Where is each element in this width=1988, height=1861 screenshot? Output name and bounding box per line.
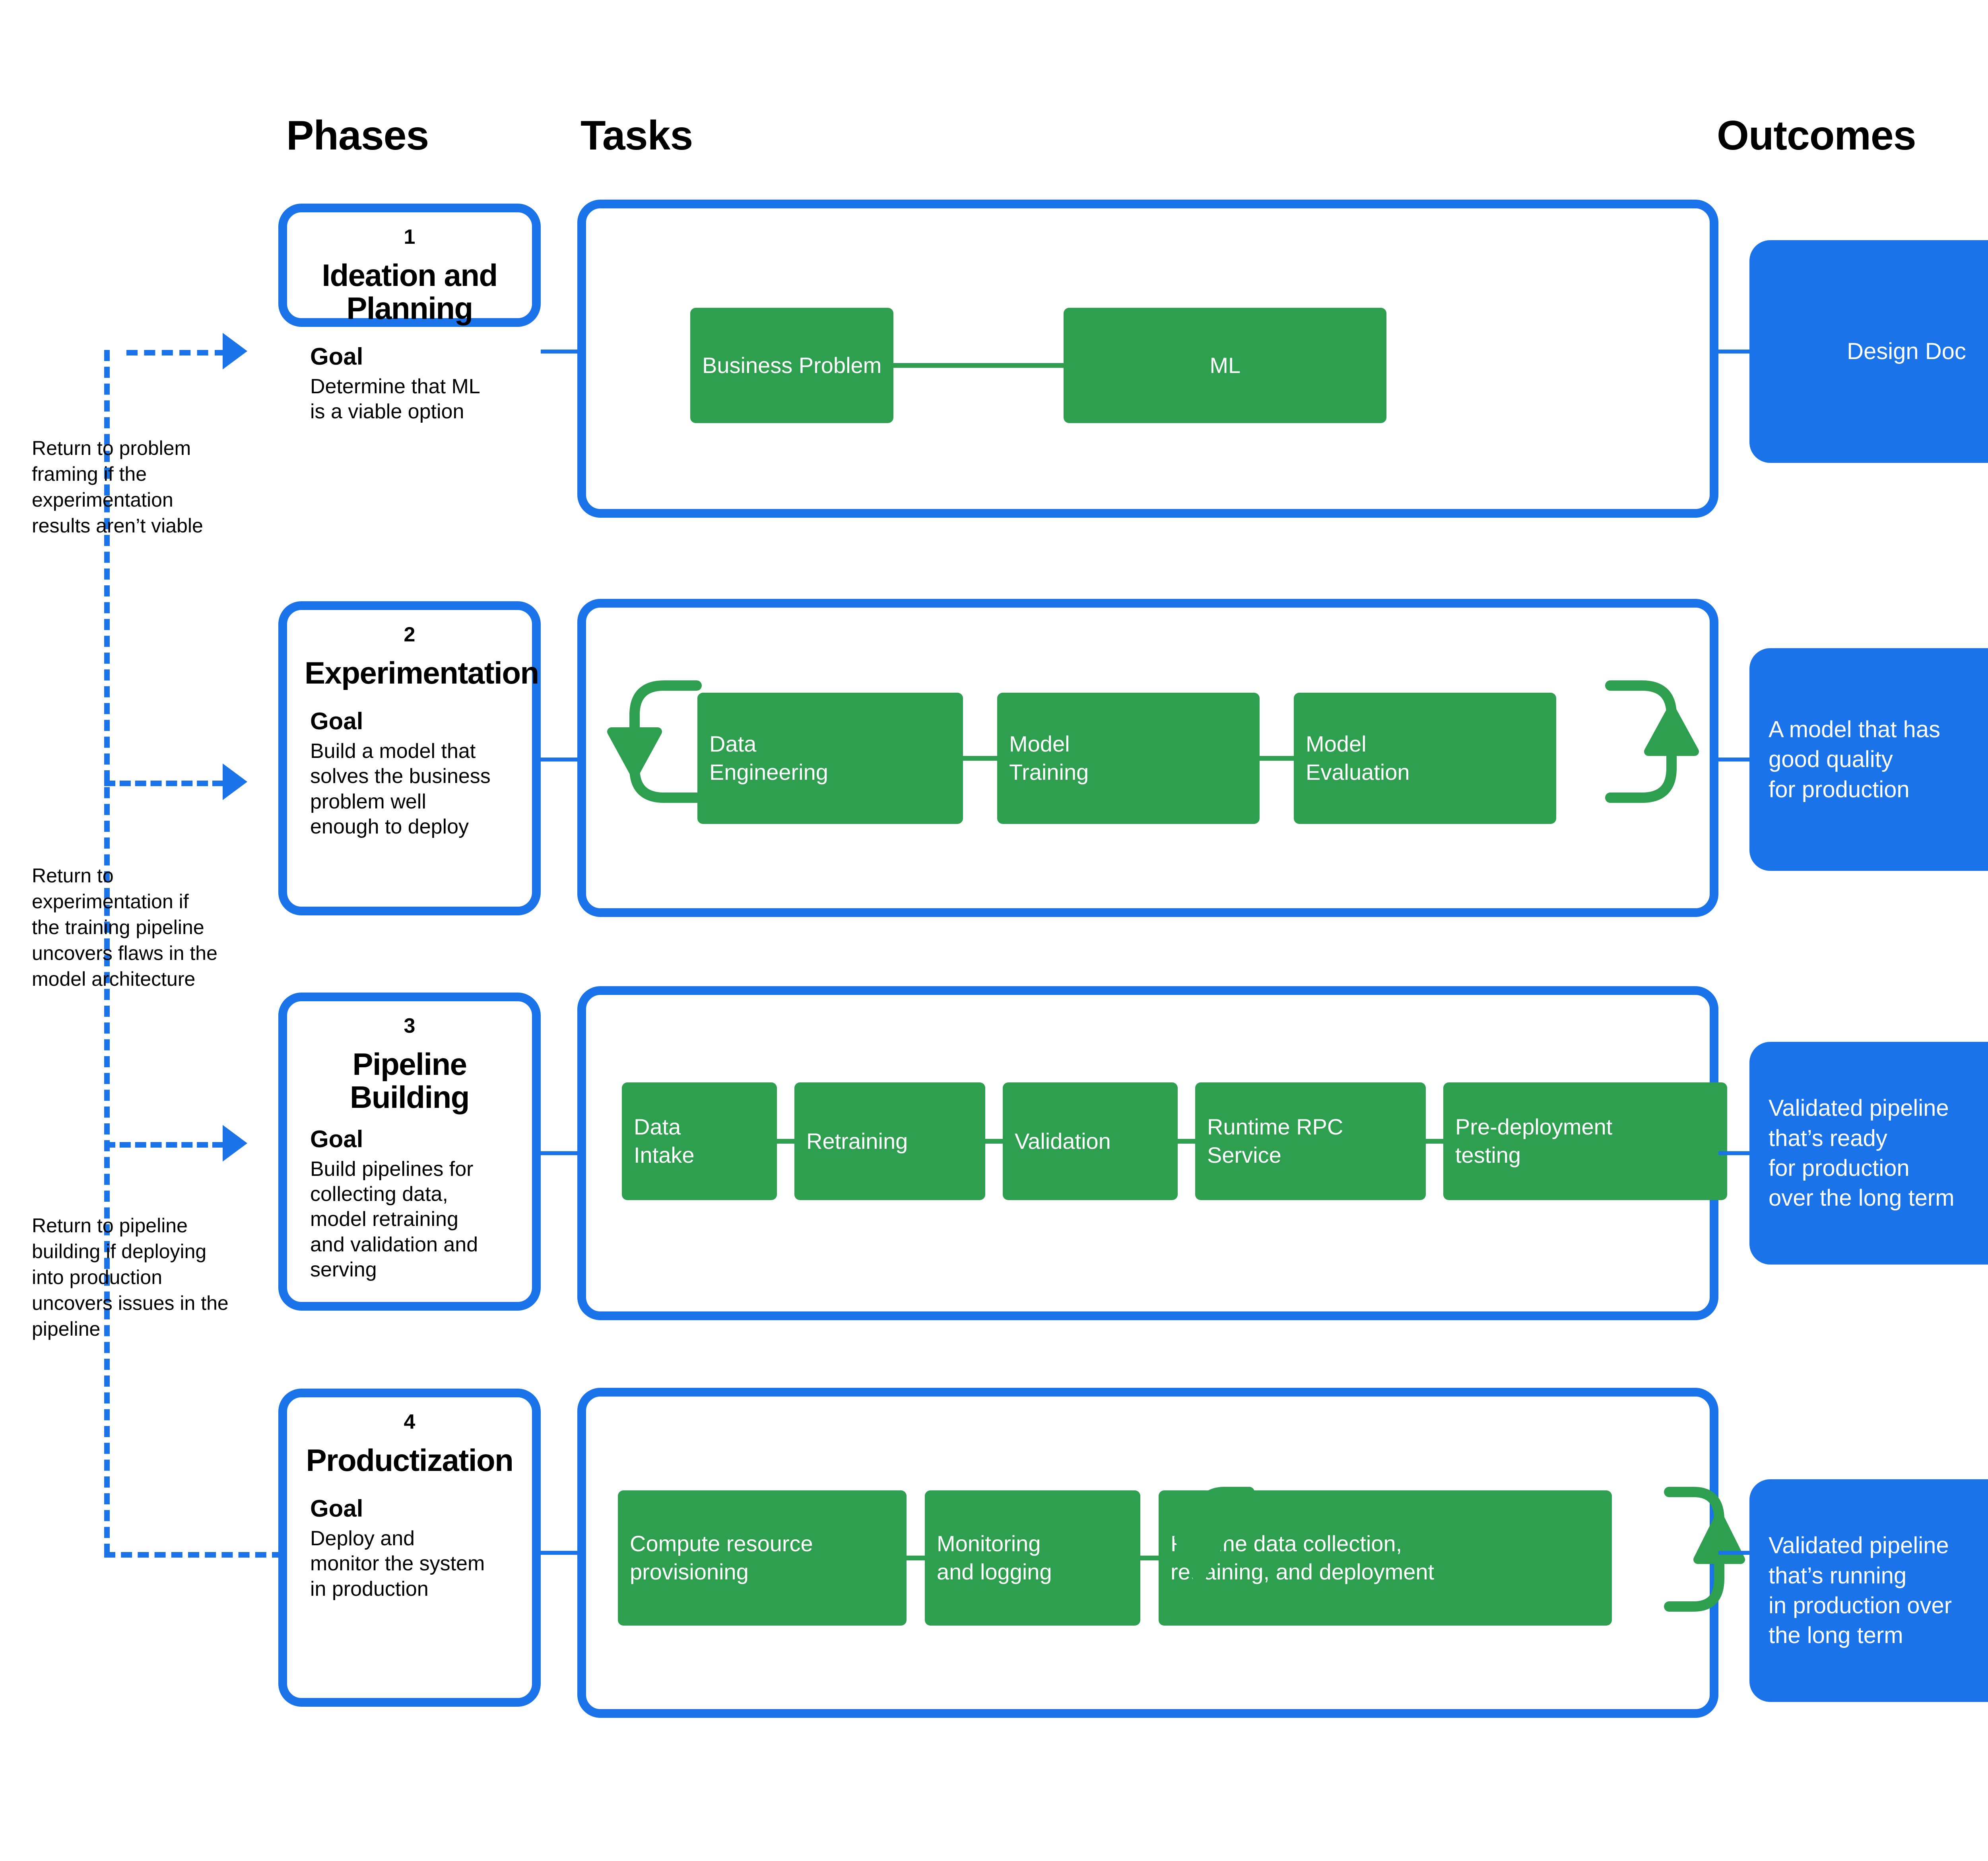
loop-arrow-productization	[1174, 1487, 1745, 1612]
feedback-arrowhead-1	[223, 333, 247, 369]
phase-number-4: 4	[404, 1410, 415, 1434]
phase-card-2[interactable]: 2 Experimentation Goal Build a model tha…	[278, 601, 541, 915]
link-phase1-tasks	[541, 350, 578, 354]
phase-goal-2: Goal Build a model that solves the busin…	[305, 707, 514, 840]
column-header-outcomes: Outcomes	[1717, 113, 1916, 159]
link-tasks2-outcome	[1718, 758, 1750, 761]
outcome-card-4[interactable]: Validated pipeline that’s running in pro…	[1749, 1479, 1988, 1702]
link-tasks3-outcome	[1718, 1151, 1750, 1155]
task-panel-1: Business Problem ML	[577, 200, 1718, 518]
link-phase2-tasks	[541, 758, 578, 761]
column-header-tasks: Tasks	[580, 113, 693, 159]
outcome-card-1[interactable]: Design Doc	[1749, 240, 1988, 463]
feedback-branch-3	[104, 1142, 223, 1148]
outcome-card-2[interactable]: A model that has good quality for produc…	[1749, 648, 1988, 871]
phase-card-3[interactable]: 3 Pipeline Building Goal Build pipelines…	[278, 993, 541, 1311]
phase-title-3: Pipeline Building	[350, 1047, 470, 1115]
goal-text-2: Build a model that solves the business p…	[310, 739, 491, 839]
task-box-pre-deployment-testing[interactable]: Pre-deployment testing	[1443, 1082, 1727, 1200]
return-note-3: Return to pipeline building if deploying…	[32, 1214, 229, 1340]
feedback-branch-1	[126, 350, 226, 355]
phase-goal-1: Goal Determine that ML is a viable optio…	[305, 342, 514, 425]
goal-text-1: Determine that ML is a viable option	[310, 375, 480, 423]
task-box-data-intake[interactable]: Data Intake	[622, 1082, 777, 1200]
task-box-compute-resource-provisioning[interactable]: Compute resource provisioning	[618, 1490, 907, 1626]
task-box-model-training[interactable]: Model Training	[997, 693, 1260, 824]
link-tasks1-outcome	[1718, 350, 1750, 354]
feedback-bottom-horizontal	[104, 1552, 283, 1558]
task-panel-3: Data Intake Retraining Validation Runtim…	[577, 986, 1727, 1320]
task-box-validation[interactable]: Validation	[1003, 1082, 1178, 1200]
phase-number-3: 3	[404, 1014, 415, 1037]
feedback-trunk-vertical	[104, 350, 110, 1555]
link-tasks4-outcome	[1718, 1551, 1750, 1555]
goal-text-3: Build pipelines for collecting data, mod…	[310, 1157, 478, 1282]
phase-goal-4: Goal Deploy and monitor the system in pr…	[305, 1494, 514, 1602]
column-header-phases: Phases	[286, 113, 429, 159]
feedback-arrowhead-2	[223, 763, 247, 800]
goal-label-3: Goal	[310, 1125, 363, 1152]
link-phase3-tasks	[541, 1151, 578, 1155]
feedback-branch-2	[104, 781, 223, 786]
return-note-2: Return to experimentation if the trainin…	[32, 864, 217, 990]
outcome-card-3[interactable]: Validated pipeline that’s ready for prod…	[1749, 1042, 1988, 1265]
phase-card-4[interactable]: 4 Productization Goal Deploy and monitor…	[278, 1389, 541, 1707]
task-box-retraining[interactable]: Retraining	[794, 1082, 985, 1200]
phase-title-4: Productization	[306, 1443, 514, 1478]
phase-title-2: Experimentation	[305, 655, 539, 691]
task-box-monitoring-and-logging[interactable]: Monitoring and logging	[925, 1490, 1140, 1626]
phase-card-1[interactable]: 1 Ideation and Planning Goal Determine t…	[278, 204, 541, 423]
task-box-data-engineering[interactable]: Data Engineering	[697, 693, 963, 824]
goal-label-4: Goal	[310, 1495, 363, 1522]
goal-text-4: Deploy and monitor the system in product…	[310, 1527, 485, 1601]
goal-label-2: Goal	[310, 707, 363, 734]
phase-goal-3: Goal Build pipelines for collecting data…	[305, 1125, 514, 1283]
task-panel-4: Compute resource provisioning Monitoring…	[577, 1388, 1718, 1718]
task-panel-2: Data Engineering Model Training Model Ev…	[577, 599, 1718, 917]
task-box-business-problem[interactable]: Business Problem	[690, 308, 894, 423]
phase-number-1: 1	[404, 225, 415, 249]
loop-arrow-experimentation	[607, 680, 1699, 803]
return-note-1: Return to problem framing if the experim…	[32, 437, 203, 537]
task-box-runtime-rpc-service[interactable]: Runtime RPC Service	[1195, 1082, 1426, 1200]
link-phase4-tasks	[541, 1551, 578, 1555]
task-box-ml[interactable]: ML	[1064, 308, 1387, 423]
task-box-model-evaluation[interactable]: Model Evaluation	[1294, 693, 1556, 824]
goal-label-1: Goal	[310, 343, 363, 370]
phase-title-1: Ideation and Planning	[322, 258, 498, 326]
phase-number-2: 2	[404, 623, 415, 646]
feedback-arrowhead-3	[223, 1125, 247, 1162]
